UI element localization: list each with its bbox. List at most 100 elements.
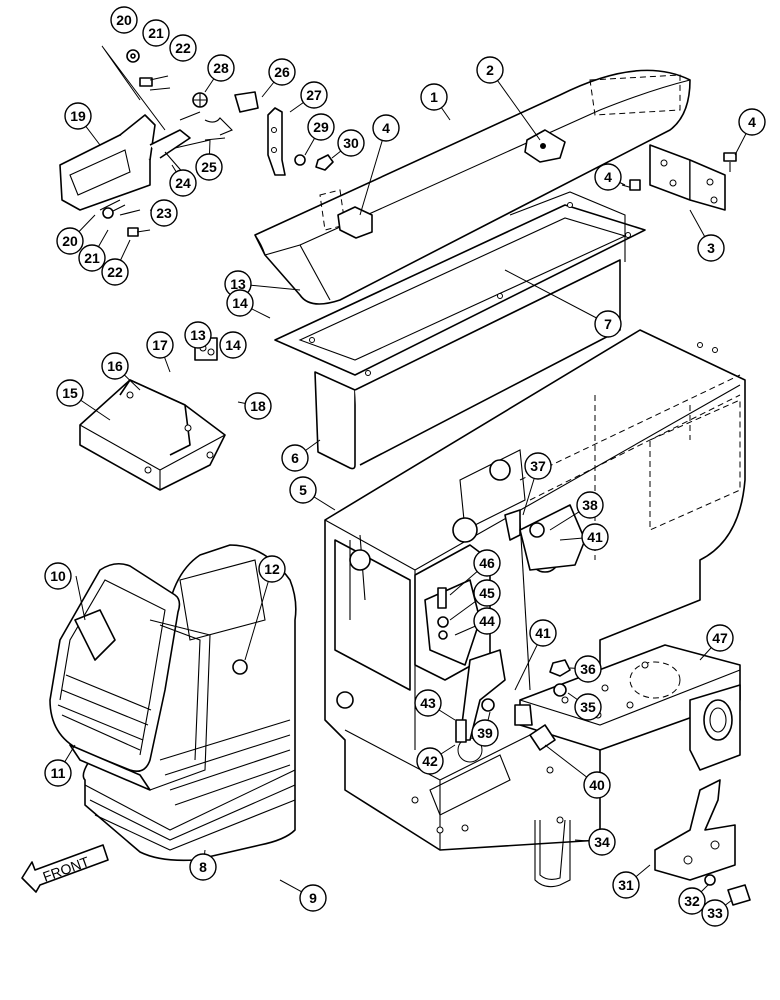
part-hinge bbox=[621, 144, 737, 211]
svg-text:32: 32 bbox=[684, 893, 700, 909]
callout-33: 33 bbox=[701, 899, 729, 927]
callout-6: 6 bbox=[281, 444, 309, 472]
front-direction-arrow: FRONT bbox=[21, 844, 109, 893]
callout-20b: 20 bbox=[56, 227, 84, 255]
svg-text:19: 19 bbox=[70, 108, 86, 124]
svg-text:6: 6 bbox=[291, 450, 299, 466]
callout-43: 43 bbox=[414, 689, 442, 717]
callout-45: 45 bbox=[473, 579, 501, 607]
svg-text:44: 44 bbox=[479, 613, 495, 629]
svg-text:21: 21 bbox=[84, 250, 100, 266]
svg-text:28: 28 bbox=[213, 60, 229, 76]
callout-40: 40 bbox=[583, 771, 611, 799]
plate-on-lid bbox=[337, 206, 373, 239]
svg-text:2: 2 bbox=[486, 62, 494, 78]
callout-2: 2 bbox=[476, 56, 504, 84]
svg-text:31: 31 bbox=[618, 877, 634, 893]
callout-38: 38 bbox=[576, 491, 604, 519]
svg-text:41: 41 bbox=[587, 529, 603, 545]
part-internal-hardware bbox=[424, 504, 586, 751]
svg-text:25: 25 bbox=[201, 159, 217, 175]
svg-text:8: 8 bbox=[199, 859, 207, 875]
svg-text:37: 37 bbox=[530, 458, 546, 474]
svg-text:7: 7 bbox=[604, 316, 612, 332]
callout-12: 12 bbox=[258, 555, 286, 583]
callout-37: 37 bbox=[524, 452, 552, 480]
svg-text:33: 33 bbox=[707, 905, 723, 921]
svg-text:42: 42 bbox=[422, 753, 438, 769]
callout-27: 27 bbox=[300, 81, 328, 109]
part-shift-boot bbox=[49, 562, 211, 791]
callout-26: 26 bbox=[268, 58, 296, 86]
svg-text:46: 46 bbox=[479, 555, 495, 571]
callout-3: 3 bbox=[697, 234, 725, 262]
callout-32: 32 bbox=[678, 887, 706, 915]
svg-text:27: 27 bbox=[306, 87, 322, 103]
callout-39: 39 bbox=[471, 719, 499, 747]
callout-4a: 4 bbox=[738, 108, 766, 136]
callouts: 1 2 3 4 4 4 5 6 7 8 9 10 11 12 13 13 14 … bbox=[44, 6, 766, 927]
callout-13b: 13 bbox=[184, 321, 212, 349]
callout-7: 7 bbox=[594, 310, 622, 338]
part-lower-hardware bbox=[534, 659, 751, 906]
callout-14a: 14 bbox=[226, 289, 254, 317]
callout-22b: 22 bbox=[101, 258, 129, 286]
callout-21b: 21 bbox=[78, 244, 106, 272]
callout-44: 44 bbox=[473, 607, 501, 635]
svg-text:36: 36 bbox=[580, 661, 596, 677]
svg-text:47: 47 bbox=[712, 630, 728, 646]
svg-text:11: 11 bbox=[51, 765, 66, 781]
svg-text:22: 22 bbox=[107, 264, 123, 280]
svg-text:10: 10 bbox=[50, 568, 66, 584]
callout-41b: 41 bbox=[529, 619, 557, 647]
svg-text:38: 38 bbox=[582, 497, 598, 513]
callout-16: 16 bbox=[101, 352, 129, 380]
svg-text:22: 22 bbox=[175, 40, 191, 56]
callout-22a: 22 bbox=[169, 34, 197, 62]
callout-4b: 4 bbox=[594, 163, 622, 191]
svg-text:15: 15 bbox=[62, 385, 78, 401]
callout-19: 19 bbox=[64, 102, 92, 130]
svg-text:17: 17 bbox=[152, 337, 168, 353]
callout-1: 1 bbox=[420, 83, 448, 111]
svg-text:39: 39 bbox=[477, 725, 493, 741]
svg-text:4: 4 bbox=[604, 169, 612, 185]
svg-text:1: 1 bbox=[430, 89, 438, 105]
callout-36: 36 bbox=[574, 655, 602, 683]
callout-17: 17 bbox=[146, 331, 174, 359]
svg-text:9: 9 bbox=[309, 890, 317, 906]
callout-30: 30 bbox=[337, 129, 365, 157]
svg-text:5: 5 bbox=[299, 482, 307, 498]
svg-text:40: 40 bbox=[589, 777, 605, 793]
callout-24: 24 bbox=[169, 169, 197, 197]
callout-42: 42 bbox=[416, 747, 444, 775]
svg-text:26: 26 bbox=[274, 64, 290, 80]
svg-text:45: 45 bbox=[479, 585, 495, 601]
svg-text:3: 3 bbox=[707, 240, 715, 256]
part-latch-handle bbox=[59, 49, 334, 237]
callout-5: 5 bbox=[289, 476, 317, 504]
svg-text:4: 4 bbox=[382, 120, 390, 136]
callout-21a: 21 bbox=[142, 19, 170, 47]
svg-text:34: 34 bbox=[594, 834, 610, 850]
callout-25: 25 bbox=[195, 153, 223, 181]
svg-text:21: 21 bbox=[148, 25, 164, 41]
callout-18: 18 bbox=[244, 392, 272, 420]
svg-text:12: 12 bbox=[264, 561, 280, 577]
svg-text:23: 23 bbox=[156, 205, 172, 221]
svg-text:14: 14 bbox=[225, 337, 241, 353]
callout-10: 10 bbox=[44, 562, 72, 590]
callout-29: 29 bbox=[307, 113, 335, 141]
callout-35: 35 bbox=[574, 693, 602, 721]
svg-text:14: 14 bbox=[232, 295, 248, 311]
svg-text:18: 18 bbox=[250, 398, 266, 414]
part-bracket bbox=[79, 337, 226, 491]
svg-text:24: 24 bbox=[175, 175, 191, 191]
callout-46: 46 bbox=[473, 549, 501, 577]
part-cover-lid bbox=[254, 69, 691, 305]
svg-text:20: 20 bbox=[116, 12, 132, 28]
svg-text:41: 41 bbox=[535, 625, 551, 641]
callout-28: 28 bbox=[207, 54, 235, 82]
part-storage-tray bbox=[274, 191, 646, 470]
